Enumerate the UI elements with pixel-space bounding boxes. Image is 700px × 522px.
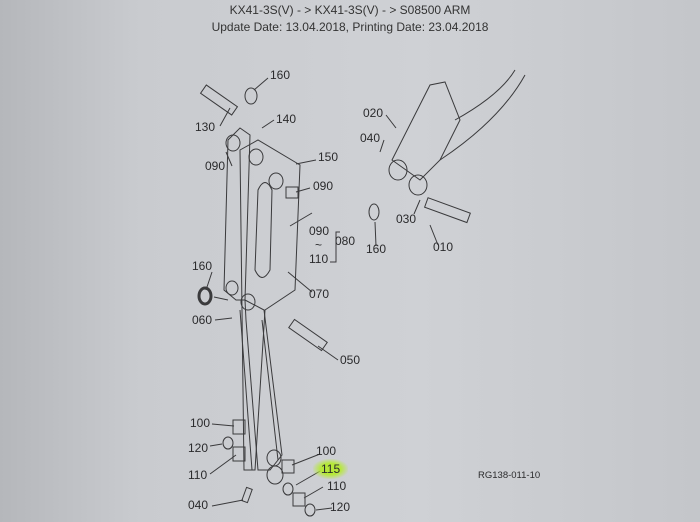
part-label-115-highlighted: 115 (313, 459, 349, 479)
part-label-040: 040 (360, 131, 381, 145)
part-label-110: 110 (327, 479, 347, 493)
diagram-title: KX41-3S(V) - > KX41-3S(V) - > S08500 ARM (229, 3, 471, 17)
part-label-110: 110 (188, 468, 208, 482)
part-label-080: 080 (335, 234, 356, 248)
part-label-030: 030 (396, 212, 417, 226)
pin-050 (288, 318, 328, 352)
arm-slot (254, 182, 273, 278)
detail-boom (391, 81, 461, 181)
part-label-090: 090 (313, 179, 334, 193)
part-label-160: 160 (192, 259, 213, 273)
part-label-110: 110 (309, 252, 329, 266)
part-label-140: 140 (276, 112, 297, 126)
highlight-marker: 115 (313, 459, 349, 479)
part-label-120: 120 (188, 441, 209, 455)
pin-010 (423, 197, 471, 224)
part-label-070: 070 (309, 287, 330, 301)
part-label-100: 100 (190, 416, 211, 430)
part-label-090: 090 (205, 159, 226, 173)
range-tilde: ~ (315, 238, 323, 252)
part-label-020: 020 (363, 106, 384, 120)
part-label-160: 160 (366, 242, 387, 256)
arm-lower-body (244, 299, 283, 471)
part-label-010: 010 (433, 240, 454, 254)
part-label-050: 050 (340, 353, 361, 367)
part-label-130: 130 (195, 120, 216, 134)
washer-160-top (244, 87, 258, 105)
drawing-code: RG138-011-10 (478, 470, 541, 481)
part-label-160: 160 (270, 68, 291, 82)
part-label-040: 040 (188, 498, 209, 512)
diagram-dates: Update Date: 13.04.2018, Printing Date: … (211, 20, 489, 34)
washer-160-left (197, 286, 213, 306)
part-label-060: 060 (192, 313, 213, 327)
part-label-090: 090 (309, 224, 330, 238)
arm-left-plate (223, 127, 251, 301)
part-label-100: 100 (316, 444, 337, 458)
pin-130 (199, 84, 239, 116)
arm-right-plate (239, 139, 301, 471)
part-label-120: 120 (330, 500, 351, 514)
part-label-150: 150 (318, 150, 339, 164)
